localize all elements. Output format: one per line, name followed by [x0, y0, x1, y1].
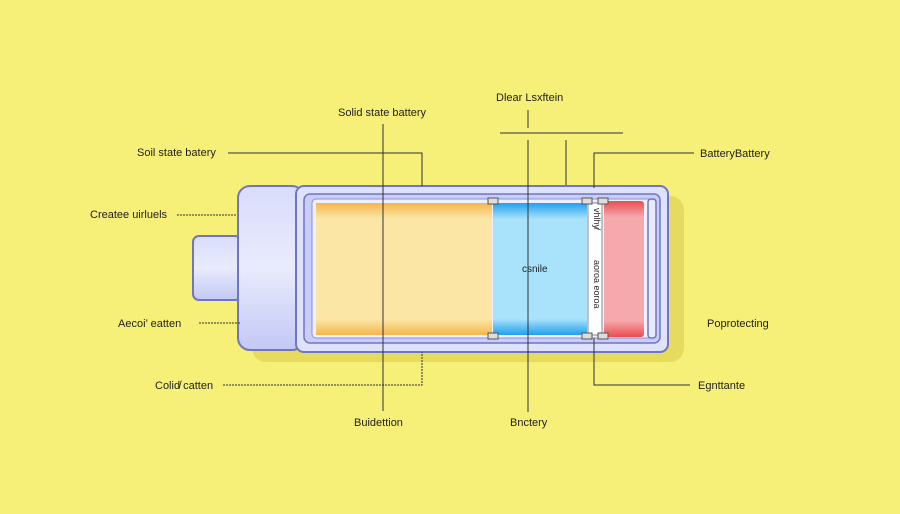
- anode-layer: [316, 203, 492, 335]
- separator-label-2: aoroa eoroa: [592, 260, 602, 309]
- label-center: csnile: [522, 264, 548, 275]
- layer-clips: [487, 197, 609, 340]
- label-top-right: Dlear Lsxftein: [496, 92, 564, 104]
- separator-label-1: vhlhy̸: [592, 208, 602, 230]
- battery-end-cap: [237, 185, 305, 351]
- separator-strip: [587, 202, 603, 336]
- electrolyte-layer: [493, 203, 587, 335]
- label-right-1: BatteryBattery: [700, 148, 770, 160]
- label-right-2: Poprotecting: [707, 318, 769, 330]
- label-bottom-1: Buidettion: [354, 417, 403, 429]
- label-left-1: Soil state batery: [137, 147, 216, 159]
- label-left-3: Aecoi’ eatten: [118, 318, 182, 330]
- label-left-2: Createe uirluels: [90, 209, 168, 221]
- battery-terminal: [192, 235, 242, 301]
- label-bottom-2: Bnctery: [510, 417, 548, 429]
- leader-lines: [177, 110, 694, 412]
- label-right-3: Egnttante: [698, 380, 746, 392]
- label-left-4: Colid̸ catten: [155, 380, 214, 392]
- current-collector: [647, 198, 657, 339]
- cathode-layer: [604, 201, 644, 337]
- label-top-center: Solid state battery: [338, 107, 427, 119]
